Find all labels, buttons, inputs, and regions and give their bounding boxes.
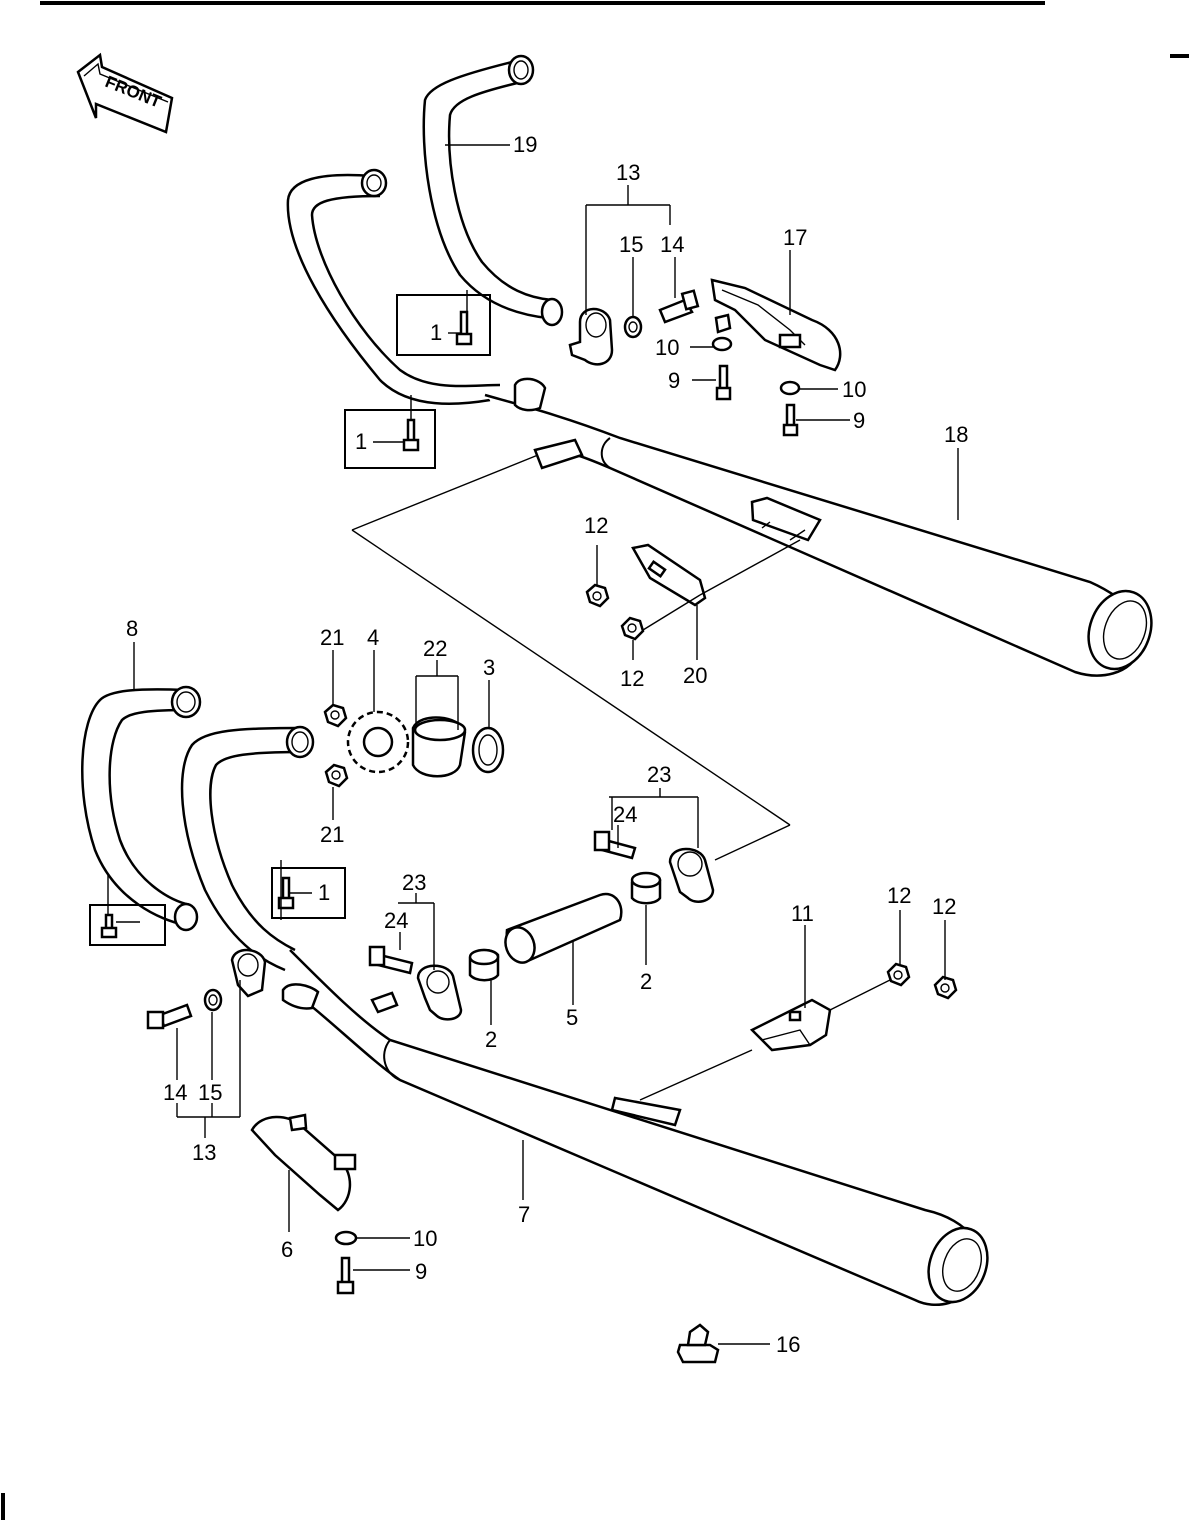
muffler-18 [484,377,1153,677]
gasket-4 [346,710,410,774]
clamp-13-lower [230,948,267,998]
callout-2-b: 2 [640,969,652,994]
callout-9-a: 9 [668,368,680,393]
callout-8: 8 [126,616,138,641]
header-pipe-8 [81,685,202,932]
callout-15-bottom: 15 [198,1080,222,1105]
callout-24-a: 24 [613,802,637,827]
connecting-pipe-5 [504,892,623,964]
bolt-9-a [715,364,732,401]
washer-15-lower [203,988,223,1012]
bolt-14-lower [146,1003,193,1030]
bolt-1-box-c [271,860,346,920]
connector-line-f [829,979,891,1011]
callout-12-a: 12 [584,513,608,538]
bracket-6 [250,1113,357,1212]
leader-lines [133,144,959,1345]
callout-2-a: 2 [485,1027,497,1052]
callout-10-a: 10 [655,335,679,360]
connector-line-a [351,454,539,531]
bracket-11 [749,998,832,1052]
callout-20: 20 [683,663,707,688]
connector-line-e [699,539,801,596]
washer-10-b [779,380,801,396]
callout-23-b: 23 [402,870,426,895]
muffler-7 [281,949,989,1307]
sleeve-2-right [630,871,662,905]
bolt-1-box-d [89,875,166,946]
callout-5: 5 [566,1005,578,1030]
callout-16: 16 [776,1332,800,1357]
callout-19: 19 [513,132,537,157]
callout-9-c: 9 [415,1259,427,1284]
callout-1-a: 1 [430,320,442,345]
header-pipe-upper-left [286,168,501,405]
callout-14-top: 14 [660,232,684,257]
nut-21-b [324,763,349,788]
callout-17: 17 [783,225,807,250]
callout-24-b: 24 [384,908,408,933]
callout-10-b: 10 [842,377,866,402]
nut-12-b [620,616,645,641]
callout-12-d: 12 [932,894,956,919]
callout-3: 3 [483,655,495,680]
washer-10-a [711,336,733,352]
callout-1-c: 1 [318,880,330,905]
callout-6: 6 [281,1237,293,1262]
clamp-13-upper [568,307,614,366]
header-pipe-lower-middle [180,725,315,972]
nut-12-d [933,975,958,1000]
bolt-1-box-b [344,395,436,469]
ring-3 [471,726,505,774]
bolt-24-right [593,830,637,860]
bolt-14-upper [658,289,700,324]
callout-12-c: 12 [887,883,911,908]
bracket-17 [710,278,842,372]
nut-12-c [886,962,911,987]
rubber-grommet-16 [676,1323,720,1364]
callout-13-bottom: 13 [192,1140,216,1165]
connector-line-d [642,594,701,631]
callout-11: 11 [791,901,814,926]
washer-15-upper [623,315,643,339]
bracket-20 [631,543,707,607]
callout-15-top: 15 [619,232,643,257]
header-pipe-19 [422,54,564,327]
callout-4: 4 [367,625,379,650]
bolt-9-b [782,403,799,437]
bolt-24-left [368,945,414,975]
callout-12-b: 12 [620,666,644,691]
callout-18: 18 [944,422,968,447]
connector-line-b [351,529,791,826]
front-arrow-icon: FRONT [76,52,174,134]
callout-9-b: 9 [853,408,865,433]
callout-23-a: 23 [647,762,671,787]
bolt-1-box-a [396,290,491,356]
sleeve-2-left [468,948,500,982]
washer-10-c [334,1230,358,1246]
callout-21-b: 21 [320,822,344,847]
callout-13-top: 13 [616,160,640,185]
callout-10-c: 10 [413,1226,437,1251]
nut-21-a [323,703,348,728]
callout-22: 22 [423,636,447,661]
callout-7: 7 [518,1202,530,1227]
sleeve-22 [411,716,467,778]
callout-1-b: 1 [355,429,367,454]
connector-line-c [714,824,791,861]
nut-12-a [585,583,610,608]
bolt-9-c [336,1256,355,1295]
connector-line-g [639,1049,753,1101]
clamp-23-left [416,964,463,1021]
callout-21-a: 21 [320,625,344,650]
clamp-23-right [668,847,715,903]
callout-14-bottom: 14 [163,1080,187,1105]
callout-labels: 19 13 15 14 17 1 1 10 9 10 9 18 12 12 20… [126,132,968,1357]
